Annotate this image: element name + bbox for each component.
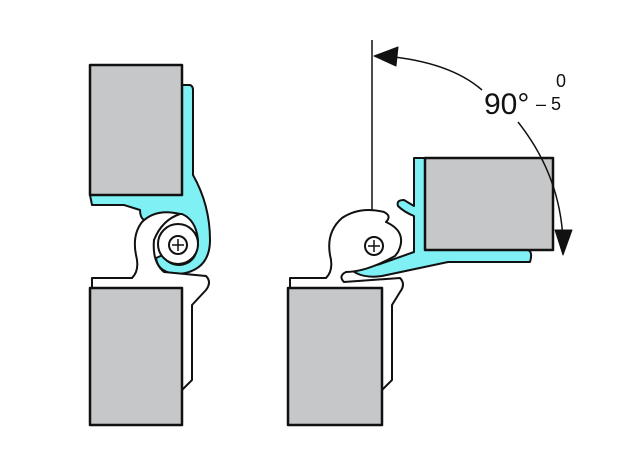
closed-hinge-view — [88, 63, 211, 427]
door-panel-open — [423, 156, 555, 252]
arrow-head-bottom-icon — [554, 229, 573, 256]
door-panel-top — [88, 63, 184, 197]
arrow-head-top-icon — [373, 46, 399, 67]
tolerance-upper: 0 — [556, 71, 567, 91]
angle-arc-lower — [517, 121, 564, 241]
angle-arc-upper — [384, 55, 483, 91]
tolerance-lower: – 5 — [536, 94, 562, 114]
screw-cross — [368, 240, 380, 252]
screw-cross — [172, 239, 184, 251]
hinge-leaf-bottom — [91, 211, 210, 391]
open-hinge-view — [286, 40, 555, 427]
door-panel-bottom — [88, 286, 184, 427]
door-panel-fixed — [286, 286, 384, 427]
angle-label: 90° — [484, 88, 530, 121]
angle-dimension — [373, 46, 573, 256]
